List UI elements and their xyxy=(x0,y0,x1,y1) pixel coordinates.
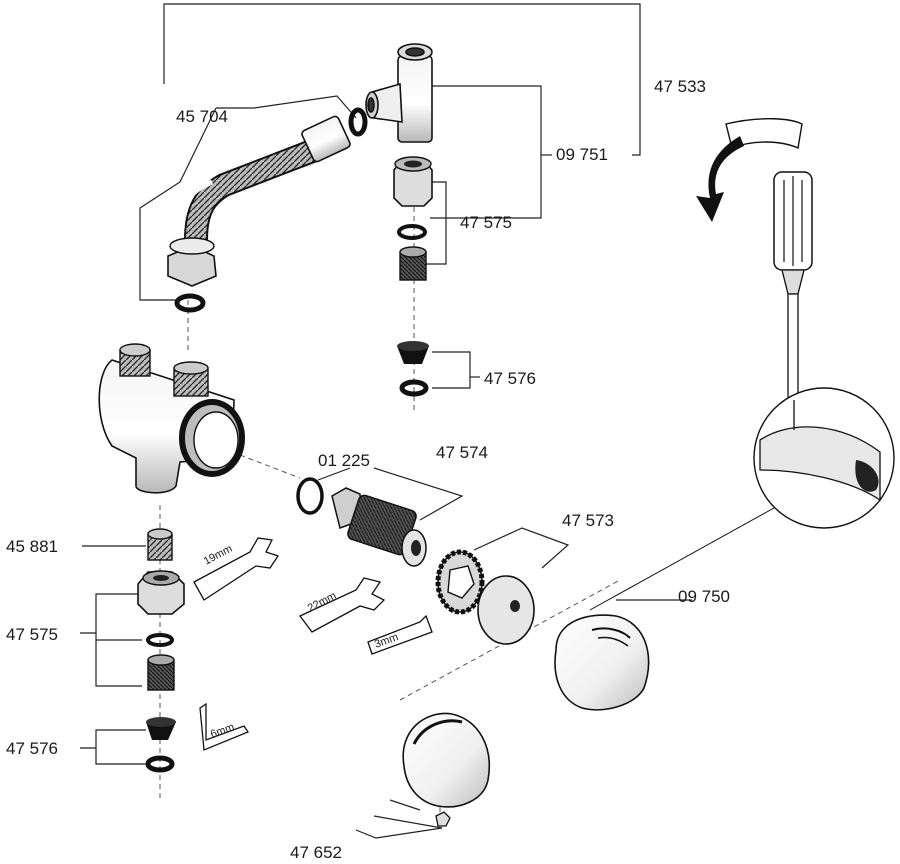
cartridge-nut xyxy=(435,549,485,615)
label-47573: 47 573 xyxy=(562,511,614,530)
lower-oring xyxy=(146,633,174,647)
label-47576-upper: 47 576 xyxy=(484,369,536,388)
leader-lines xyxy=(80,3,692,839)
upper-union-nut xyxy=(393,156,433,207)
tee-washer xyxy=(348,107,368,137)
label-47575-upper: 47 575 xyxy=(460,213,512,232)
flexible-hose xyxy=(167,115,351,287)
cartridge-stop-ring xyxy=(477,575,535,645)
temperature-handle xyxy=(554,614,650,711)
label-09750: 09 750 xyxy=(678,587,730,606)
wrench-22mm: 22mm xyxy=(298,577,386,633)
hose-washer xyxy=(174,293,206,313)
lower-check-washer xyxy=(145,755,175,773)
label-01225: 01 225 xyxy=(318,451,370,470)
lower-check-valve xyxy=(146,717,176,740)
wrench-19mm: 19mm xyxy=(193,537,280,601)
label-47576-lower: 47 576 xyxy=(6,739,58,758)
label-47575-lower: 47 575 xyxy=(6,625,58,644)
upper-union-nipple xyxy=(399,246,427,281)
detail-magnifier xyxy=(589,387,895,611)
mixer-body xyxy=(98,343,245,494)
tee-fitting xyxy=(365,43,433,143)
label-47652: 47 652 xyxy=(290,843,342,862)
part-labels: 45 704 47 533 09 751 47 575 47 576 01 22… xyxy=(6,77,730,862)
cartridge-oring xyxy=(296,477,324,515)
thermostatic-cartridge xyxy=(331,487,427,567)
lower-union-nut xyxy=(137,570,185,615)
upper-check-washer xyxy=(399,379,429,397)
end-cap xyxy=(402,712,490,827)
rotate-arrow-icon xyxy=(696,118,803,222)
adapter-45881 xyxy=(147,528,173,561)
label-45704: 45 704 xyxy=(176,107,228,126)
screwdriver xyxy=(773,171,813,415)
upper-check-valve xyxy=(397,341,429,364)
label-09751: 09 751 xyxy=(556,145,608,164)
label-47533: 47 533 xyxy=(654,77,706,96)
upper-oring xyxy=(397,224,427,240)
hex-key-3mm: 3mm xyxy=(367,614,433,655)
lower-union-nipple xyxy=(147,654,175,691)
label-45881: 45 881 xyxy=(6,537,58,556)
hex-key-6mm: 6mm xyxy=(199,702,249,751)
label-47574: 47 574 xyxy=(436,443,488,462)
